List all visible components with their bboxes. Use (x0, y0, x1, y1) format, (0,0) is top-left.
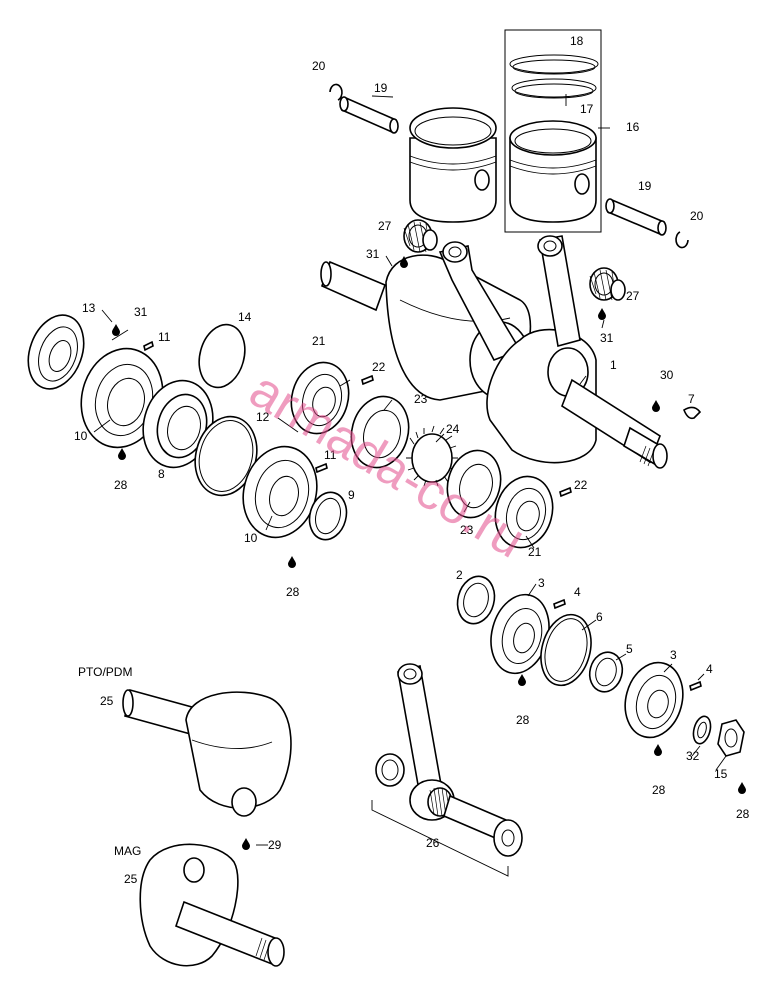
callout-4-lower: 4 (706, 662, 713, 676)
needle-bearing-27-right (589, 267, 626, 301)
ball-bearing-21-upper (290, 361, 350, 435)
pin-22-lower (559, 486, 572, 498)
callout-22-lower: 22 (574, 478, 588, 492)
callout-6: 6 (596, 610, 603, 624)
pin-22-upper (361, 374, 374, 386)
washer-32 (692, 715, 712, 745)
shim-5 (588, 651, 624, 693)
callout-4-upper: 4 (574, 585, 581, 599)
callout-31-right: 31 (600, 331, 614, 345)
callout-25-mag: 25 (124, 872, 138, 886)
nut-15 (717, 719, 745, 757)
callout-9: 9 (348, 488, 355, 502)
circlip-20-left (329, 83, 343, 101)
callout-29: 29 (268, 838, 282, 852)
callout-26: 26 (426, 836, 440, 850)
o-ring-14 (198, 323, 246, 389)
callout-5: 5 (626, 642, 633, 656)
pin-4-lower (689, 680, 702, 692)
needle-bearing-27-left (403, 219, 438, 253)
connecting-rod-kit-26 (371, 663, 523, 877)
crank-half-mag (139, 843, 285, 967)
callouts: 20 19 18 17 16 19 20 27 31 27 31 13 31 1… (74, 34, 750, 886)
callout-28-bearing: 28 (652, 783, 666, 797)
callout-8: 8 (158, 467, 165, 481)
callout-28-nut: 28 (736, 807, 750, 821)
callout-23-lower: 23 (460, 523, 474, 537)
o-ring-6 (540, 613, 592, 687)
callout-21-lower: 21 (528, 545, 542, 559)
piston-kit-frame (504, 29, 602, 233)
leader-lines (93, 94, 727, 846)
callout-10-left: 10 (74, 429, 88, 443)
plate-23-right (446, 449, 502, 519)
callout-16: 16 (626, 120, 640, 134)
callout-13: 13 (82, 301, 96, 315)
piston-left (409, 107, 497, 223)
callout-25-pto: 25 (100, 694, 114, 708)
piston-pin-19-left (339, 96, 399, 134)
pin-11-upper (143, 340, 154, 352)
callout-15: 15 (714, 767, 728, 781)
callout-23-upper: 23 (414, 392, 428, 406)
callout-7: 7 (688, 392, 695, 406)
pin-4-upper (553, 598, 566, 610)
section-label-pto: PTO/PDM (78, 665, 132, 679)
callout-22-upper: 22 (372, 360, 386, 374)
section-label-mag: MAG (114, 844, 141, 858)
callout-19-left: 19 (374, 81, 388, 95)
callout-18: 18 (570, 34, 584, 48)
callout-11-upper: 11 (158, 330, 171, 344)
ball-bearing-3-lower (624, 661, 684, 739)
callout-14: 14 (238, 310, 252, 324)
callout-19-right: 19 (638, 179, 652, 193)
callout-3-upper: 3 (538, 576, 545, 590)
circlip-20-right (675, 231, 689, 249)
callout-20-left: 20 (312, 59, 326, 73)
callout-12: 12 (256, 410, 270, 424)
gear-24 (406, 425, 458, 487)
piston-pin-19-right (605, 198, 667, 236)
callout-27-left: 27 (378, 219, 392, 233)
callout-30: 30 (660, 368, 674, 382)
callout-28-rod: 28 (516, 713, 530, 727)
callout-28-left: 28 (114, 478, 128, 492)
callout-17: 17 (580, 102, 594, 116)
shim-9 (308, 491, 348, 541)
plate-23-left (350, 395, 410, 469)
piston-assembly (329, 29, 689, 249)
callout-31-left: 31 (134, 305, 148, 319)
callout-21-upper: 21 (312, 334, 326, 348)
callout-10-center: 10 (244, 531, 258, 545)
ball-bearing-21-lower (494, 475, 554, 549)
piston-16 (509, 120, 597, 223)
callout-3-lower: 3 (670, 648, 677, 662)
shim-2 (456, 575, 496, 625)
callout-2: 2 (456, 568, 463, 582)
piston-ring-18 (509, 54, 599, 99)
key-7 (683, 406, 702, 420)
callout-31-top: 31 (366, 247, 380, 261)
pin-11-lower (315, 462, 328, 474)
crank-half-pto (122, 688, 292, 817)
distance-ring-8 (142, 379, 214, 469)
callout-11-lower: 11 (324, 448, 337, 462)
callout-1: 1 (610, 358, 617, 372)
callout-32: 32 (686, 749, 700, 763)
oil-seal-13 (27, 314, 85, 390)
callout-28-center: 28 (286, 585, 300, 599)
callout-27-right: 27 (626, 289, 640, 303)
crankshaft-assembly (320, 235, 668, 469)
callout-20-right: 20 (690, 209, 704, 223)
callout-24: 24 (446, 422, 460, 436)
